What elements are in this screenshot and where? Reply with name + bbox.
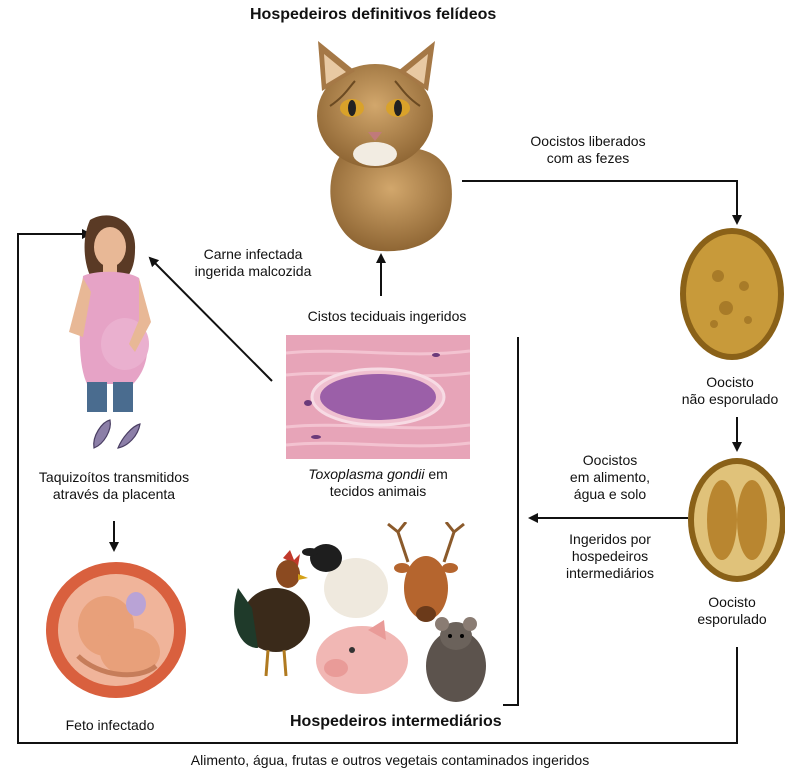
tissue-cysts-label: Cistos teciduais ingeridos [292,308,482,325]
tissue-cyst-illustration [286,335,470,459]
rat-illustration [418,614,494,706]
ingested-by-intermediate-label: Ingeridos por hospedeiros intermediários [540,531,680,582]
undercooked-meat-label: Carne infectada ingerida malcozida [178,246,328,280]
unsporulated-oocyst-label: Oocisto não esporulado [672,374,785,408]
infected-fetus-label: Feto infectado [40,717,180,734]
tachyzoites-label: Taquizoítos transmitidos através da plac… [22,469,206,503]
pig-illustration [306,616,416,700]
bottom-caption: Alimento, água, frutas e outros vegetais… [130,752,650,769]
toxoplasma-label: Toxoplasma gondii em tecidos animais [288,466,468,500]
intermediate-bracket [503,337,518,705]
oocysts-environment-label: Oocistos em alimento, água e solo [545,452,675,503]
fetus-illustration [38,556,188,702]
oocysts-released-label: Oocistos liberados com as fezes [508,133,668,167]
tachyzoite-icon [88,416,144,452]
arrow-feces-to-oocyst [462,181,737,223]
cat-illustration [300,36,465,256]
pregnant-woman-illustration [55,212,165,412]
sporulated-oocyst-label: Oocisto esporulado [680,594,784,628]
oocyst-sporulated-icon [686,456,785,584]
sheep-illustration [300,532,390,622]
oocyst-unsporulated-icon [678,226,785,362]
